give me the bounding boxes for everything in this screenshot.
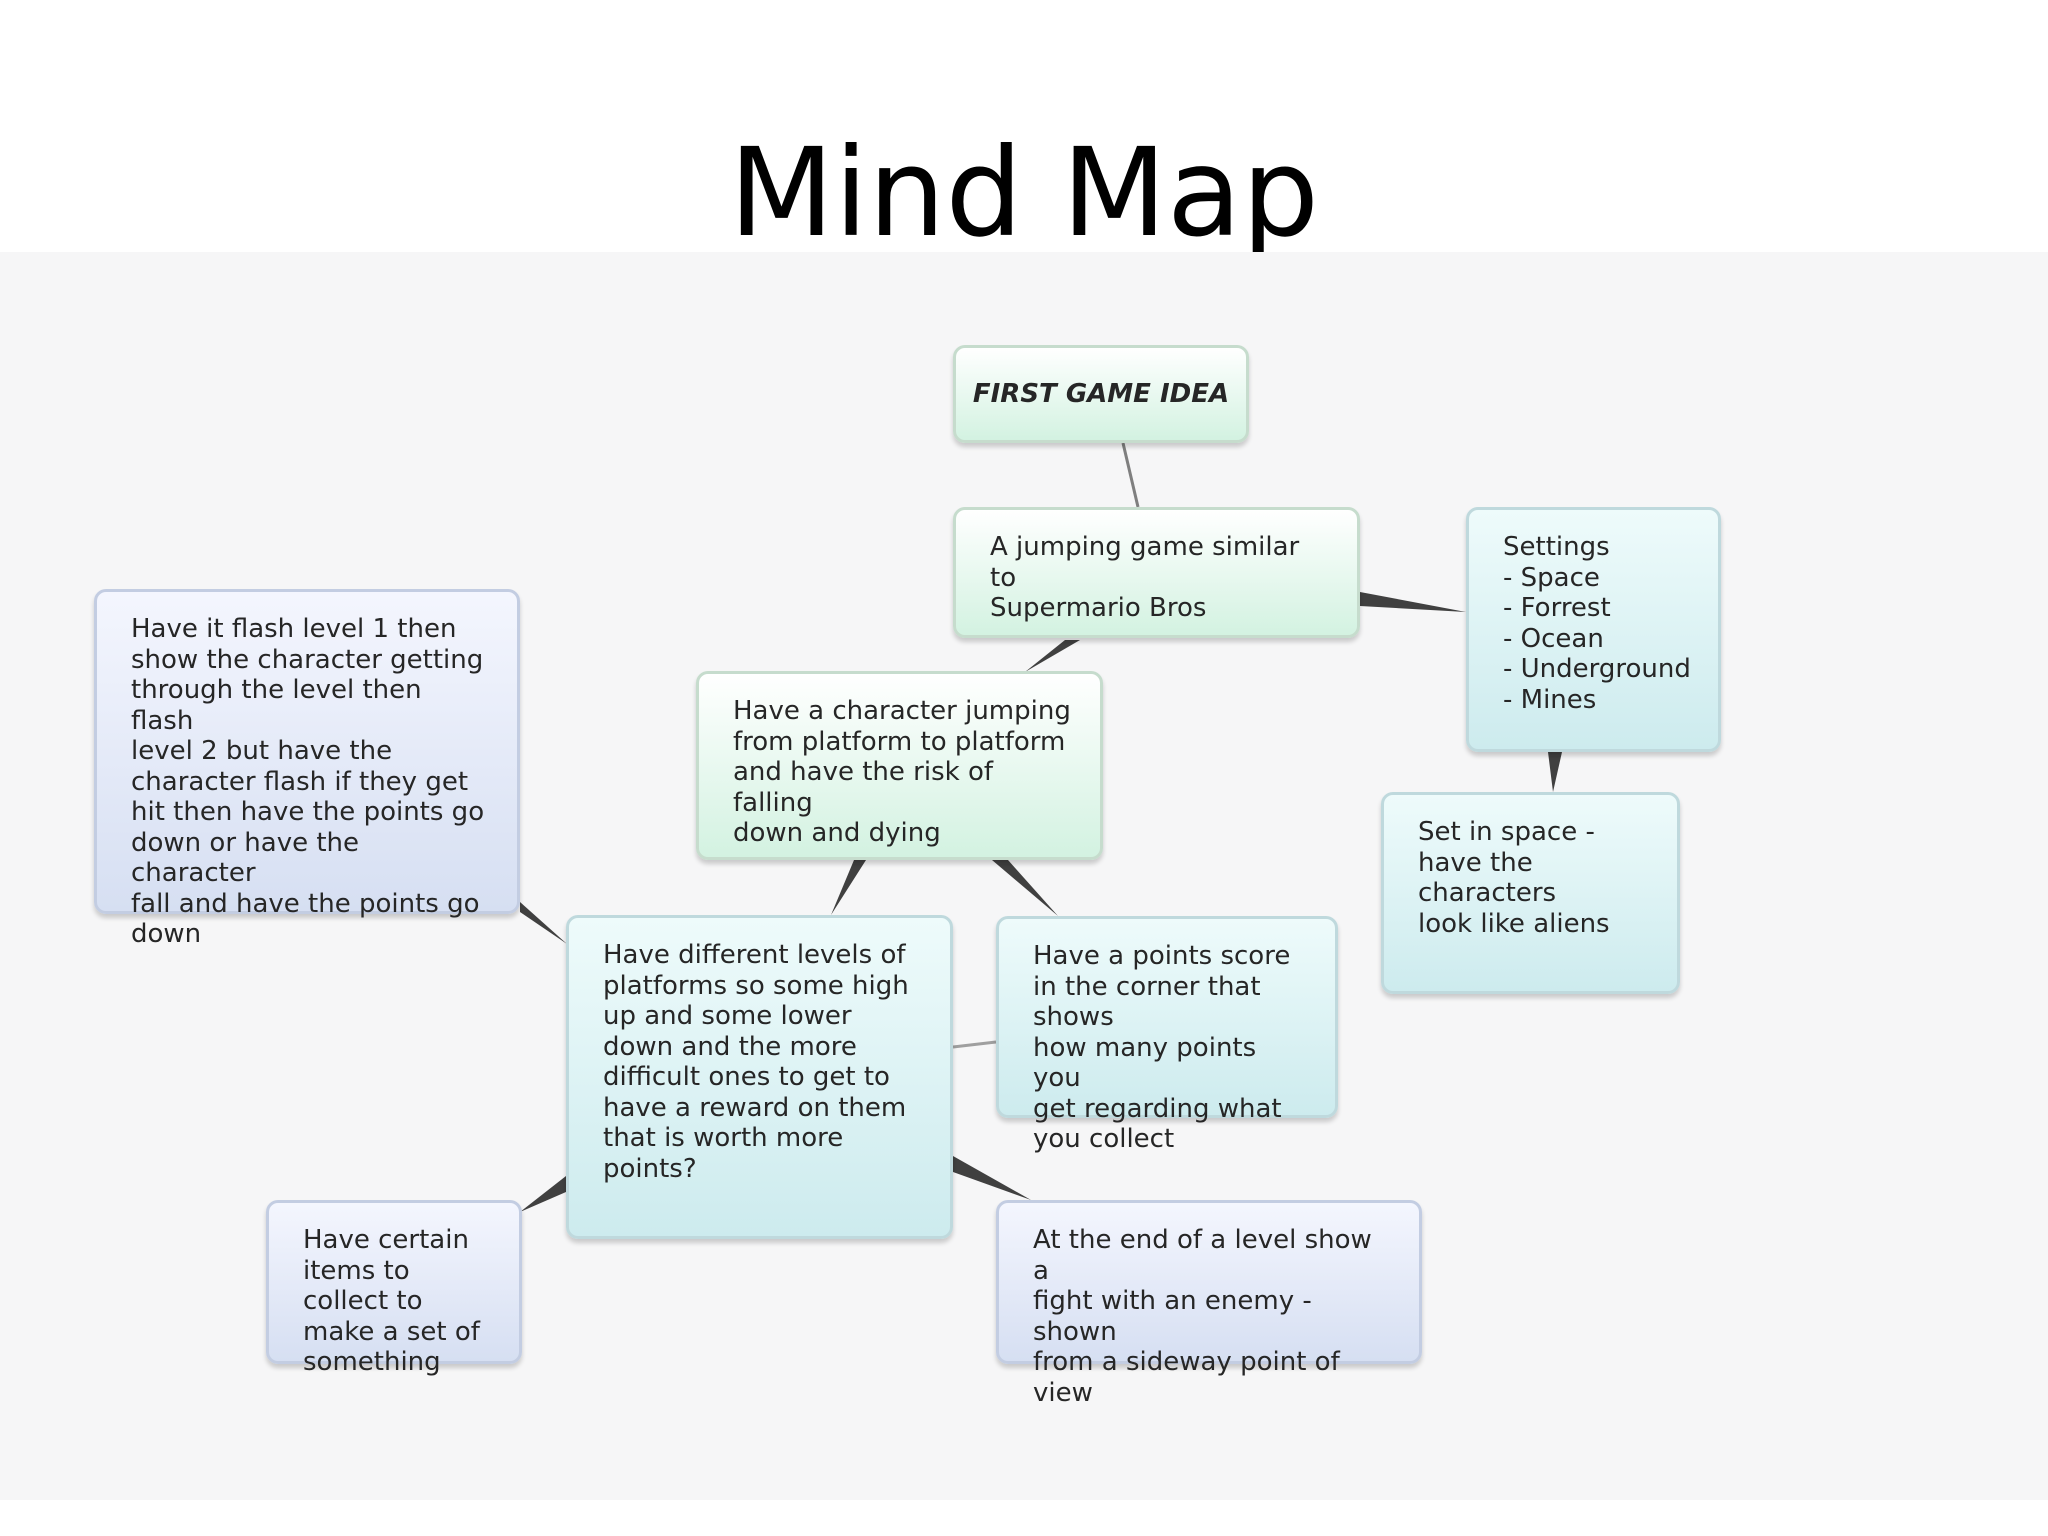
node-root[interactable]: FIRST GAME IDEA	[953, 345, 1249, 443]
node-enemy[interactable]: At the end of a level show a fight with …	[996, 1200, 1422, 1408]
node-points[interactable]: Have a points score in the corner that s…	[996, 916, 1338, 1154]
node-space[interactable]: Set in space - have the characters look …	[1381, 792, 1680, 994]
node-levels[interactable]: Have different levels of platforms so so…	[566, 915, 953, 1239]
node-concept[interactable]: A jumping game similar to Supermario Bro…	[953, 507, 1360, 638]
slide-title: Mind Map	[728, 122, 1320, 264]
node-flash[interactable]: Have it flash level 1 then show the char…	[94, 589, 520, 949]
node-items[interactable]: Have certain items to collect to make a …	[266, 1200, 522, 1377]
node-jumping[interactable]: Have a character jumping from platform t…	[696, 671, 1103, 860]
node-settings[interactable]: Settings - Space - Forrest - Ocean - Und…	[1466, 507, 1721, 752]
node-root-label: FIRST GAME IDEA	[972, 378, 1230, 409]
